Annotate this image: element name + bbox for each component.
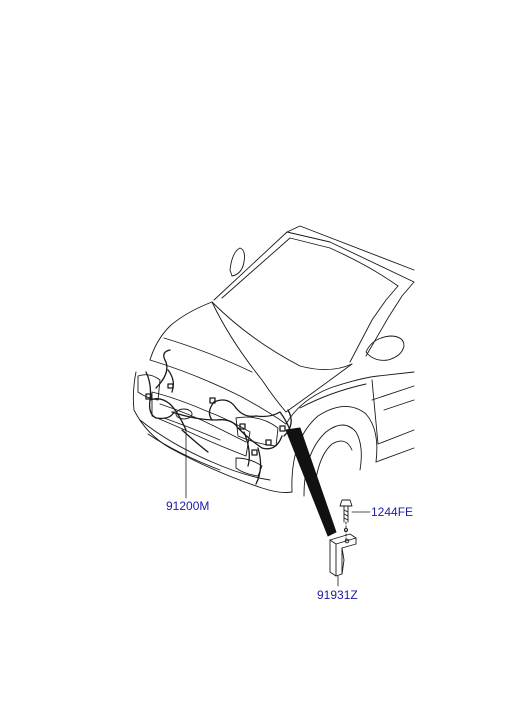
bolt-1244fe [339,499,353,543]
vehicle-front-illustration [132,225,415,499]
fog-lamp-right [235,457,263,477]
headlamp-left [137,374,161,401]
antenna-mirror [229,247,245,277]
hood-outline [149,301,213,361]
callout-band [285,427,337,537]
windshield-outline [213,231,415,301]
windshield-inner [221,237,399,299]
bracket-91931z [329,533,357,577]
side-mirror [365,335,405,361]
cowl-line [211,301,353,370]
part-label-harness[interactable]: 91200M [166,499,210,513]
wiring-harness [145,349,292,485]
part-label-bracket[interactable]: 91931Z [317,588,358,602]
leader-lines [185,429,371,587]
emblem [175,408,193,420]
grille [151,391,251,457]
part-label-bolt[interactable]: 1244FE [371,505,414,519]
roof-edge [286,225,415,271]
front-fender [285,371,415,425]
door-line [371,379,379,445]
front-bumper [132,371,293,493]
